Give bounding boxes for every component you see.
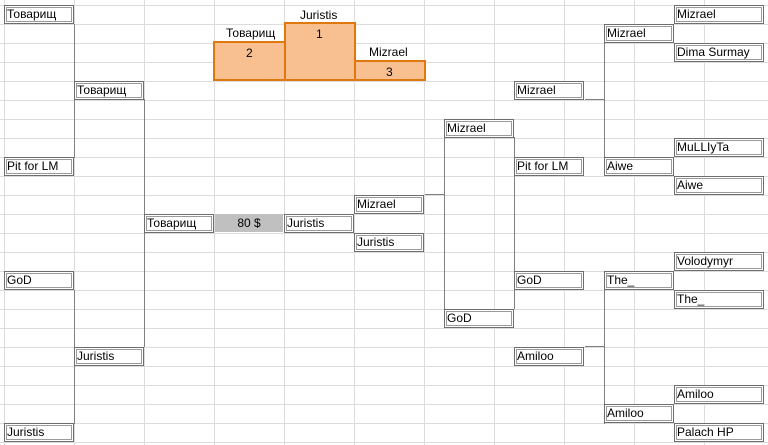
- player-cell[interactable]: Juristis: [4, 423, 74, 442]
- player-cell[interactable]: Amiloo: [604, 404, 674, 423]
- podium-second-name: Товарищ: [226, 26, 276, 40]
- player-cell[interactable]: Juristis: [354, 233, 424, 252]
- player-cell[interactable]: GoD: [514, 271, 584, 290]
- player-cell[interactable]: Mizrael: [514, 81, 584, 100]
- bracket-line: [585, 346, 604, 347]
- player-cell[interactable]: Aiwe: [604, 157, 674, 176]
- player-cell[interactable]: Dima Surmay: [674, 43, 764, 62]
- podium-third-name: Mizrael: [369, 45, 408, 59]
- player-cell[interactable]: Aiwe: [674, 176, 764, 195]
- player-cell[interactable]: Volodymyr: [674, 252, 764, 271]
- player-cell[interactable]: The_: [604, 271, 674, 290]
- prize-cell[interactable]: 80 $: [215, 214, 283, 232]
- player-cell[interactable]: Товарищ: [144, 214, 214, 233]
- player-cell[interactable]: Amiloo: [514, 347, 584, 366]
- player-cell[interactable]: The_: [674, 290, 764, 309]
- player-cell[interactable]: Mizrael: [604, 24, 674, 43]
- player-cell[interactable]: Pit for LM: [514, 157, 584, 176]
- podium-third-place: 3: [386, 65, 393, 79]
- bracket-line: [604, 24, 605, 158]
- podium-first-place: 1: [316, 27, 323, 41]
- podium-third: [354, 60, 426, 81]
- bracket-line: [604, 290, 605, 424]
- player-cell[interactable]: Palach HP: [674, 423, 764, 442]
- player-cell[interactable]: GoD: [444, 309, 514, 328]
- player-cell[interactable]: Juristis: [74, 347, 144, 366]
- player-cell[interactable]: GoD: [4, 271, 74, 290]
- podium-first-name: Juristis: [300, 8, 338, 22]
- player-cell[interactable]: Mizrael: [444, 119, 514, 138]
- podium-second: [213, 41, 286, 81]
- player-cell[interactable]: Amiloo: [674, 385, 764, 404]
- bracket-line: [425, 194, 444, 195]
- player-cell[interactable]: Mizrael: [354, 195, 424, 214]
- bracket-line: [444, 137, 445, 309]
- player-cell[interactable]: Mizrael: [674, 5, 764, 24]
- player-cell[interactable]: MuLLIyTa: [674, 138, 764, 157]
- player-cell[interactable]: Товарищ: [4, 5, 74, 24]
- player-cell[interactable]: Товарищ: [74, 81, 144, 100]
- podium-second-place: 2: [246, 46, 253, 60]
- bracket-line: [585, 99, 604, 100]
- player-cell[interactable]: Pit for LM: [4, 157, 74, 176]
- champion-cell[interactable]: Juristis: [284, 214, 354, 233]
- bracket-line: [514, 137, 515, 309]
